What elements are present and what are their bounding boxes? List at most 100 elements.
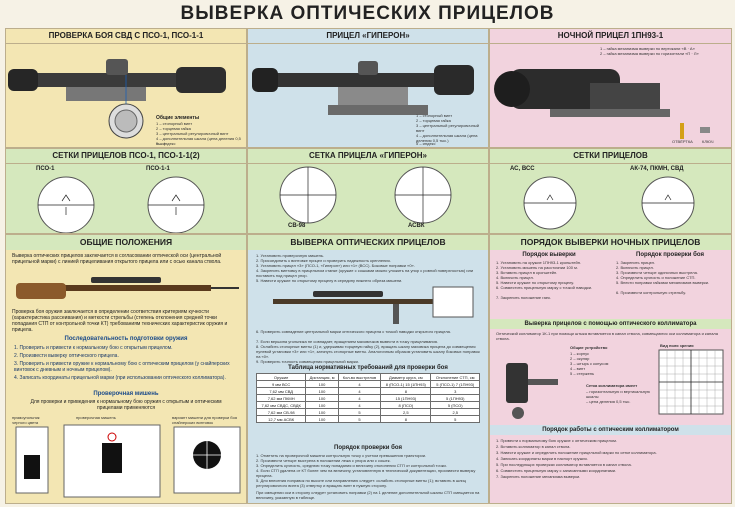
- panel-header: СЕТКИ ПРИЦЕЛОВ: [490, 149, 731, 164]
- optical-step: 3. Установить прицел «3» (ПСО-1, «Гиперо…: [256, 263, 415, 268]
- order-step: 5. Для внесения поправок по высоте или н…: [256, 478, 466, 488]
- table-cell: 5: [430, 415, 480, 423]
- scope-eyepiece: [8, 69, 38, 91]
- night-note: 1 – гайка механизма выверки по вертикали…: [600, 46, 695, 51]
- reticle-label: ПСО-1: [36, 166, 55, 172]
- optical-step: 5. Навести оружие по открытому прицелу в…: [256, 278, 403, 283]
- table-header: Отклонение СТП, см: [430, 373, 480, 381]
- table-cell: 4: [337, 387, 382, 395]
- table-header: Оружие: [255, 373, 307, 381]
- optical-step: 8. Ослабить стопорные винты (1) и, удерж…: [256, 344, 480, 359]
- reticle-label: АК-74, ПКМН, СВД: [630, 166, 684, 172]
- night-right-item: 1. Закрепить прицел.: [616, 260, 656, 265]
- target-text: Для проверки и приведения к нормальному …: [30, 399, 222, 411]
- scope-eyepiece: [494, 71, 530, 107]
- table-title: Таблица нормативных требований для прове…: [288, 365, 448, 371]
- optical-step: 2. Присоединить к винтовке прицел и пров…: [256, 258, 391, 263]
- optical-step: 7. Если вершина угольника не совпадает, …: [256, 339, 439, 344]
- table-cell: 8: [380, 415, 432, 423]
- scope-tube: [268, 73, 448, 87]
- collimator-part: 5 – стержень: [570, 371, 595, 376]
- target-check-sheet: [63, 424, 161, 498]
- table-cell: 9 мм ВСС: [255, 380, 307, 388]
- night-left-title: Порядок выверки: [522, 252, 576, 258]
- giperon-item: 5 – индекс: [416, 141, 436, 146]
- work-item: 6. Совместить прицельную марку с записан…: [496, 468, 617, 473]
- optical-step: 6. Проверить совпадение центральной марк…: [256, 329, 451, 334]
- general-intro: Выверка оптических прицелов заключается …: [12, 253, 222, 265]
- night-scope-illustration: [494, 69, 710, 139]
- table-cell: 100: [305, 415, 339, 423]
- work-item: 4. Записать координаты марки в паспорт о…: [496, 456, 588, 461]
- table-cell: 7,62 мм СВ-98: [255, 408, 307, 416]
- common-item: 4 – дополнительная шкала (цена деления 0…: [156, 136, 241, 146]
- night-reticle-as: [523, 176, 577, 230]
- night-left-item: 3. Вставить прицел в кронштейн.: [496, 270, 558, 275]
- grid-title: Вид поля зрения: [660, 343, 694, 348]
- optical-step: 9. Проверить точность совмещения прицель…: [256, 359, 360, 364]
- panel-header: ПРИЦЕЛ «ГИПЕРОН»: [248, 29, 488, 44]
- night-note: 2 – гайка механизма выверки по горизонта…: [600, 51, 699, 56]
- scope-mount: [338, 87, 408, 107]
- table-cell: 7,62 мм СВДС, СВДК: [255, 401, 307, 409]
- grid-note: – горизонтальную и вертикальную шкалы: [586, 389, 650, 399]
- collimator-part: 4 – винт: [570, 366, 586, 371]
- collimator-title: Выверка прицелов с помощью оптического к…: [490, 319, 731, 329]
- norm-table: Оружие Дистанция, м Кол-во выстрелов Диа…: [255, 373, 480, 423]
- pso11-reticle: [147, 176, 205, 233]
- table-cell: 5 (ПСО): [430, 401, 480, 409]
- panel-header: ПРОВЕРКА БОЯ СВД С ПСО-1, ПСО-1-1: [6, 29, 246, 44]
- panel-night-order: ПОРЯДОК ВЫВЕРКИ НОЧНЫХ ПРИЦЕЛОВ Порядок …: [489, 234, 732, 504]
- target-label: вариант мишени для проверки боя снайперс…: [172, 415, 237, 425]
- panel-giperon: ПРИЦЕЛ «ГИПЕРОН» 1 – стопорный винт 2 – …: [247, 28, 489, 148]
- common-item: 2 – торцевая гайка: [156, 126, 191, 131]
- night-reticle-ak: [641, 176, 695, 230]
- order-step: При смещении оси в сторону следует устан…: [256, 490, 480, 500]
- table-cell: 100: [305, 394, 339, 402]
- table-cell: 7,62 мм ПКМН: [255, 394, 307, 402]
- night-right-item: 2. Включить прицел.: [616, 265, 654, 270]
- target-title: Проверочная мишень: [93, 391, 159, 397]
- table-cell: 4: [337, 401, 382, 409]
- common-title: Общие элементы: [156, 115, 200, 121]
- reticle-label: ПСО-1-1: [146, 166, 170, 172]
- scope-bracket: [590, 83, 660, 113]
- mount-base: [328, 105, 428, 115]
- panel-header: СЕТКА ПРИЦЕЛА «ГИПЕРОН»: [248, 149, 488, 164]
- panel-optical: ВЫВЕРКА ОПТИЧЕСКИХ ПРИЦЕЛОВ 1. Установит…: [247, 234, 489, 504]
- collimator-parts-title: Общие устройство: [570, 345, 608, 350]
- table-cell: 5: [337, 415, 382, 423]
- panel-pso-reticles: СЕТКИ ПРИЦЕЛОВ ПСО-1, ПСО-1-1(2) ПСО-1 П…: [5, 148, 247, 234]
- panel-pso-check: ПРОВЕРКА БОЯ СВД С ПСО-1, ПСО-1-1 Общие …: [5, 28, 247, 148]
- table-cell: 4: [337, 394, 382, 402]
- panel-header: ПОРЯДОК ВЫВЕРКИ НОЧНЫХ ПРИЦЕЛОВ: [490, 235, 731, 250]
- panel-night-reticles: СЕТКИ ПРИЦЕЛОВ АС, ВСС АК-74, ПКМН, СВД: [489, 148, 732, 234]
- target-label: проверочная мишень: [76, 415, 116, 420]
- panel-night-scope: НОЧНОЙ ПРИЦЕЛ 1ПН93-1 1 – гайка механизм…: [489, 28, 732, 148]
- table-cell: 8: [380, 387, 432, 395]
- giperon-scope-illustration: [252, 61, 474, 115]
- collimator-text: Оптический коллиматор 1К-1 при помощи шт…: [496, 331, 718, 341]
- reticle-label: АС, ВСС: [510, 166, 535, 172]
- order-step: 2. Произвести четыре выстрела в положени…: [256, 458, 391, 463]
- scope-objective: [434, 65, 474, 95]
- collimator-grid: [658, 349, 724, 415]
- scope-rail: [550, 109, 670, 117]
- reticle-label: АСВК: [408, 223, 425, 229]
- table-header: Диаметр круга, см: [380, 373, 432, 381]
- night-left-item: 6. Совместить прицельную марку с точкой …: [496, 285, 593, 290]
- giperon-item: 1 – стопорный винт: [416, 113, 453, 118]
- rifle-on-stand-illustration: [273, 286, 474, 324]
- panel-header: СЕТКИ ПРИЦЕЛОВ ПСО-1, ПСО-1-1(2): [6, 149, 246, 164]
- target-label: прямоугольник черного цвета: [12, 415, 40, 425]
- table-header: Кол-во выстрелов: [337, 373, 382, 381]
- target-sniper-variant: [173, 426, 241, 494]
- table-cell: 7,62 мм СВД: [255, 387, 307, 395]
- order-step: 1. Отметить на проверочной мишени контро…: [256, 453, 427, 458]
- order-title: Порядок проверки боя: [334, 445, 402, 451]
- common-item: 5 – индекс: [156, 141, 176, 146]
- scope-body: [24, 73, 194, 87]
